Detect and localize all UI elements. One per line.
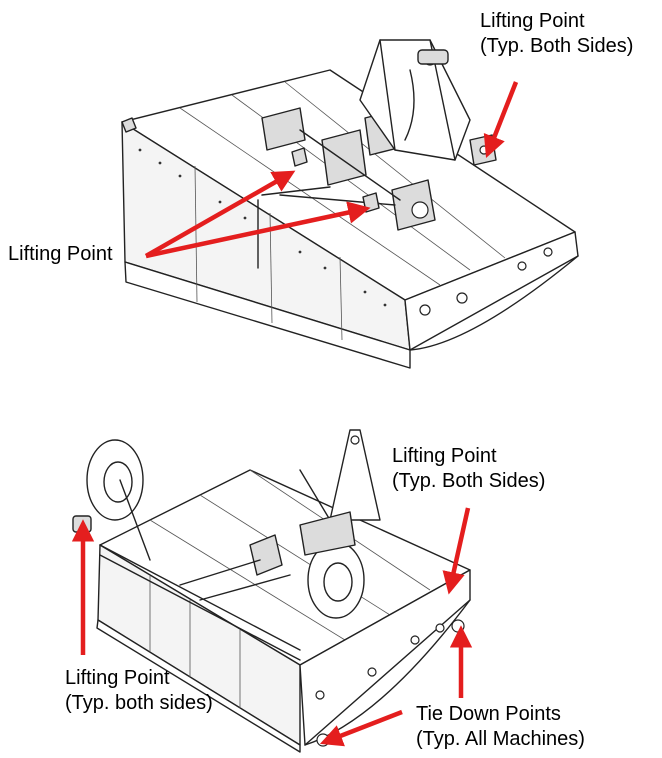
label-line: Lifting Point — [8, 243, 113, 265]
label-lifting-point-bottom-left: Lifting Point (Typ. both sides) — [65, 666, 213, 716]
label-line: Lifting Point — [65, 667, 170, 689]
label-line: Lifting Point — [392, 445, 497, 467]
label-line: (Typ. both sides) — [65, 692, 213, 714]
label-tie-down-points: Tie Down Points (Typ. All Machines) — [416, 702, 585, 752]
arrow-top-left-lifting-b — [145, 201, 371, 259]
label-line: (Typ. Both Sides) — [392, 470, 546, 492]
arrow-tiedown-bottom — [319, 709, 403, 747]
label-lifting-point-bottom-right: Lifting Point (Typ. Both Sides) — [392, 444, 545, 494]
bottom-mower-drawing — [72, 429, 471, 753]
callout-arrows — [71, 81, 519, 747]
label-line: (Typ. All Machines) — [416, 728, 585, 750]
arrow-top-left-lifting-a — [144, 170, 296, 258]
label-line: (Typ. Both Sides) — [480, 35, 634, 57]
label-lifting-point-top-left: Lifting Point — [8, 242, 113, 267]
label-line: Lifting Point — [480, 10, 585, 32]
arrow-top-right-lifting — [483, 81, 519, 159]
arrow-bottom-right-lifting — [442, 507, 471, 595]
top-mower-drawing — [121, 39, 579, 369]
label-line: Tie Down Points — [416, 703, 561, 725]
label-lifting-point-top-right: Lifting Point (Typ. Both Sides) — [480, 9, 633, 59]
